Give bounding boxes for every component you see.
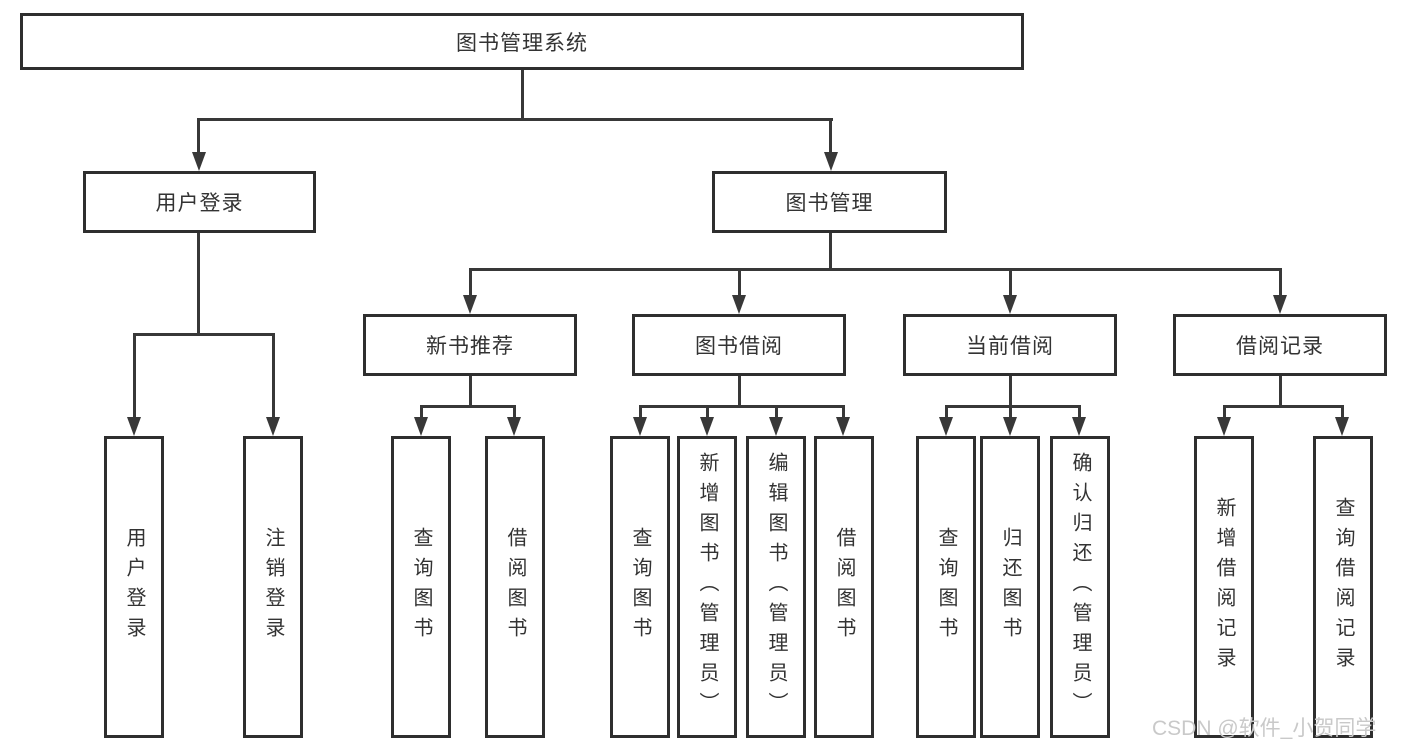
arrow-down-icon (1273, 295, 1287, 314)
connector-drop-leaf (1009, 405, 1012, 419)
connector-level2-rail (197, 118, 833, 121)
node-borrow-records: 借阅记录 (1173, 314, 1387, 376)
arrow-down-icon (769, 417, 783, 436)
connector-drop-leaf-user-login (133, 333, 136, 418)
connector-drop-leaf (639, 405, 642, 419)
leaf-return-books: 归还图书 (980, 436, 1040, 738)
arrow-down-icon (939, 417, 953, 436)
connector-user-login-stem (197, 233, 200, 335)
connector-drop-book-management (829, 118, 832, 154)
node-current-borrow: 当前借阅 (903, 314, 1117, 376)
connector-drop-leaf (775, 405, 778, 419)
connector-drop-book-borrow (738, 268, 741, 296)
node-label: 图书管理 (785, 192, 874, 215)
connector-drop-new-book-recommend (469, 268, 472, 296)
arrow-down-icon (192, 152, 206, 171)
csdn-watermark: CSDN @软件_小贺同学 (1152, 717, 1377, 740)
connector-level3-rail (469, 268, 1282, 271)
connector-drop-leaf-logout (272, 333, 275, 418)
leaf-logout: 注销登录 (243, 436, 303, 738)
node-book-management: 图书管理 (712, 171, 947, 233)
leaf-edit-books-admin: 编辑图书（管理员） (746, 436, 806, 738)
arrow-down-icon (127, 417, 141, 436)
connector-book-borrow-stem (738, 376, 741, 407)
arrow-down-icon (732, 295, 746, 314)
connector-drop-leaf (706, 405, 709, 419)
connector-drop-leaf (1078, 405, 1081, 419)
connector-book-management-stem (829, 233, 832, 270)
arrow-down-icon (1003, 295, 1017, 314)
connector-current-borrow-stem (1009, 376, 1012, 407)
node-root-book-management-system: 图书管理系统 (20, 13, 1024, 70)
connector-drop-leaf (513, 405, 516, 419)
node-label: 借阅图书 (833, 527, 855, 647)
node-label: 借阅记录 (1236, 335, 1324, 358)
node-new-book-recommend: 新书推荐 (363, 314, 577, 376)
connector-borrow-records-stem (1279, 376, 1282, 407)
connector-new-book-recommend-rail (420, 405, 516, 408)
arrow-down-icon (507, 417, 521, 436)
node-label: 新书推荐 (426, 335, 514, 358)
arrow-down-icon (266, 417, 280, 436)
node-label: 确认归还（管理员） (1069, 452, 1091, 722)
node-user-login: 用户登录 (83, 171, 316, 233)
leaf-query-books-recommend: 查询图书 (391, 436, 451, 738)
connector-borrow-records-rail (1223, 405, 1344, 408)
connector-drop-leaf (842, 405, 845, 419)
connector-root-stem (521, 70, 524, 120)
arrow-down-icon (414, 417, 428, 436)
node-label: 当前借阅 (966, 335, 1054, 358)
arrow-down-icon (700, 417, 714, 436)
node-label: 查询借阅记录 (1332, 497, 1354, 677)
node-label: 查询图书 (410, 527, 432, 647)
leaf-query-borrow-record: 查询借阅记录 (1313, 436, 1373, 738)
connector-current-borrow-rail (945, 405, 1081, 408)
arrow-down-icon (1217, 417, 1231, 436)
arrow-down-icon (1072, 417, 1086, 436)
leaf-add-books-admin: 新增图书（管理员） (677, 436, 737, 738)
node-label: 注销登录 (262, 527, 284, 647)
node-label: 用户登录 (123, 527, 145, 647)
node-label: 图书借阅 (695, 335, 783, 358)
leaf-borrow-books-recommend: 借阅图书 (485, 436, 545, 738)
leaf-confirm-return-admin: 确认归还（管理员） (1050, 436, 1110, 738)
node-label: 借阅图书 (504, 527, 526, 647)
node-book-borrow: 图书借阅 (632, 314, 846, 376)
arrow-down-icon (633, 417, 647, 436)
node-label: 归还图书 (999, 527, 1021, 647)
connector-new-book-recommend-stem (469, 376, 472, 407)
leaf-borrow-books: 借阅图书 (814, 436, 874, 738)
node-label: 新增借阅记录 (1213, 497, 1235, 677)
node-label: 新增图书（管理员） (696, 452, 718, 722)
arrow-down-icon (824, 152, 838, 171)
connector-drop-user-login (197, 118, 200, 154)
node-label: 图书管理系统 (456, 31, 588, 55)
node-label: 查询图书 (629, 527, 651, 647)
connector-user-login-rail (133, 333, 275, 336)
arrow-down-icon (1335, 417, 1349, 436)
node-label: 查询图书 (935, 527, 957, 647)
leaf-add-borrow-record: 新增借阅记录 (1194, 436, 1254, 738)
connector-drop-current-borrow (1009, 268, 1012, 296)
connector-drop-leaf (420, 405, 423, 419)
leaf-query-books-current: 查询图书 (916, 436, 976, 738)
leaf-user-login: 用户登录 (104, 436, 164, 738)
connector-drop-leaf (1223, 405, 1226, 419)
connector-book-borrow-rail (639, 405, 845, 408)
leaf-query-books-borrow: 查询图书 (610, 436, 670, 738)
connector-drop-leaf (1341, 405, 1344, 419)
connector-drop-borrow-records (1279, 268, 1282, 296)
node-label: 用户登录 (155, 192, 244, 215)
connector-drop-leaf (945, 405, 948, 419)
node-label: 编辑图书（管理员） (765, 452, 787, 722)
arrow-down-icon (463, 295, 477, 314)
arrow-down-icon (1003, 417, 1017, 436)
arrow-down-icon (836, 417, 850, 436)
